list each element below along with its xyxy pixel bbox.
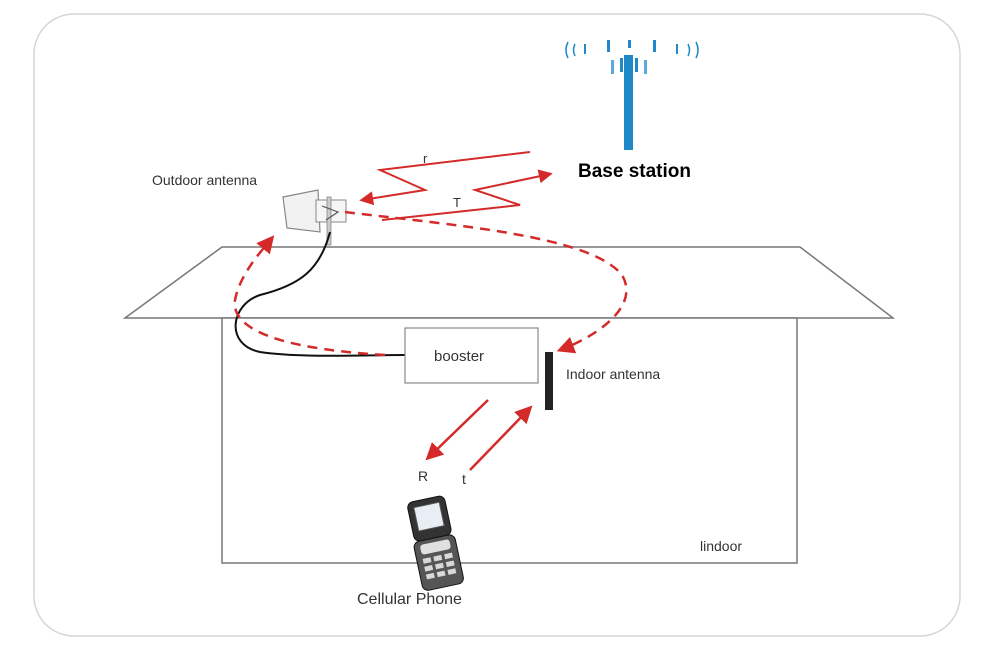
base-station-tower-icon <box>565 40 699 150</box>
antenna-cable <box>234 231 406 357</box>
signal-zigzag-r <box>359 151 531 206</box>
signal-r-lower-label: R <box>418 468 428 484</box>
indoor-antenna-icon <box>545 352 553 410</box>
signal-arrow-up-t <box>469 405 533 471</box>
booster-box <box>404 327 539 384</box>
signal-arrow-down-r <box>425 399 489 461</box>
signal-r-upper-label: r <box>423 151 428 166</box>
cellular-phone-icon <box>407 495 464 591</box>
signal-t-upper-label: T <box>453 195 461 210</box>
signal-t-lower-label: t <box>462 471 466 487</box>
signal-zigzag-t <box>381 169 553 221</box>
base-station-label: Base station <box>578 161 691 182</box>
dashed-signal-up <box>233 235 386 357</box>
outdoor-antenna-label: Outdoor antenna <box>152 172 257 188</box>
dashed-signal-down <box>344 210 628 354</box>
outdoor-antenna-icon <box>282 189 347 246</box>
indoor-antenna-label: Indoor antenna <box>566 366 660 382</box>
indoor-label: lindoor <box>700 538 742 554</box>
cellular-phone-label: Cellular Phone <box>357 591 462 608</box>
booster-label: booster <box>434 348 484 365</box>
